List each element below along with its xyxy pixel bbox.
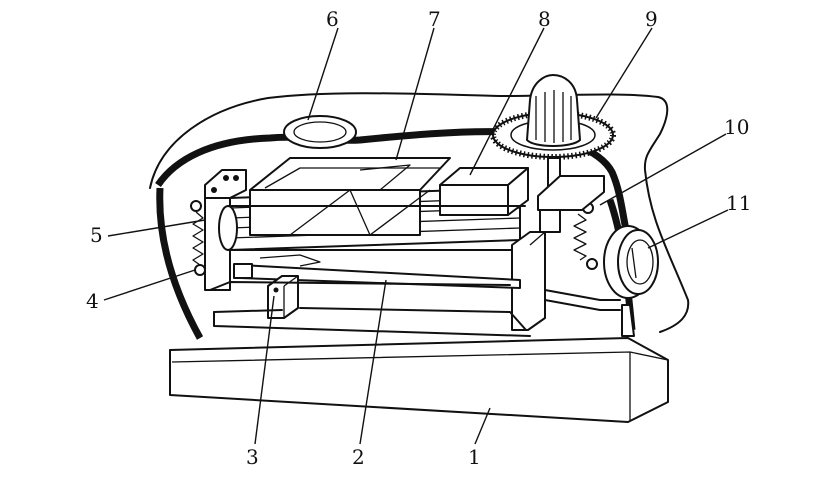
callout-9: 9 [645, 7, 658, 31]
callout-6: 6 [326, 7, 339, 31]
magnet-block [439, 167, 529, 216]
callout-5: 5 [90, 223, 103, 247]
rotating-shaft [218, 205, 526, 251]
cam-assembly [249, 157, 451, 236]
callout-10: 10 [724, 115, 749, 139]
callout-2: 2 [352, 445, 365, 469]
right-spring [573, 202, 598, 270]
left-spring [190, 200, 206, 276]
leader-lines [103, 27, 729, 445]
callout-labels: 6 7 8 9 10 11 5 4 3 2 1 [86, 7, 751, 469]
callout-11: 11 [726, 191, 751, 215]
callout-1: 1 [468, 445, 481, 469]
adjusting-knob [490, 74, 616, 195]
base-plate [169, 337, 669, 423]
sight-window [283, 115, 357, 149]
callout-8: 8 [538, 7, 551, 31]
callout-4: 4 [86, 289, 99, 313]
callout-7: 7 [428, 7, 441, 31]
contact-block [233, 263, 299, 319]
callout-3: 3 [246, 445, 259, 469]
chassis-tray [209, 281, 531, 337]
right-post [511, 175, 621, 331]
indicator-lamp [603, 225, 659, 337]
